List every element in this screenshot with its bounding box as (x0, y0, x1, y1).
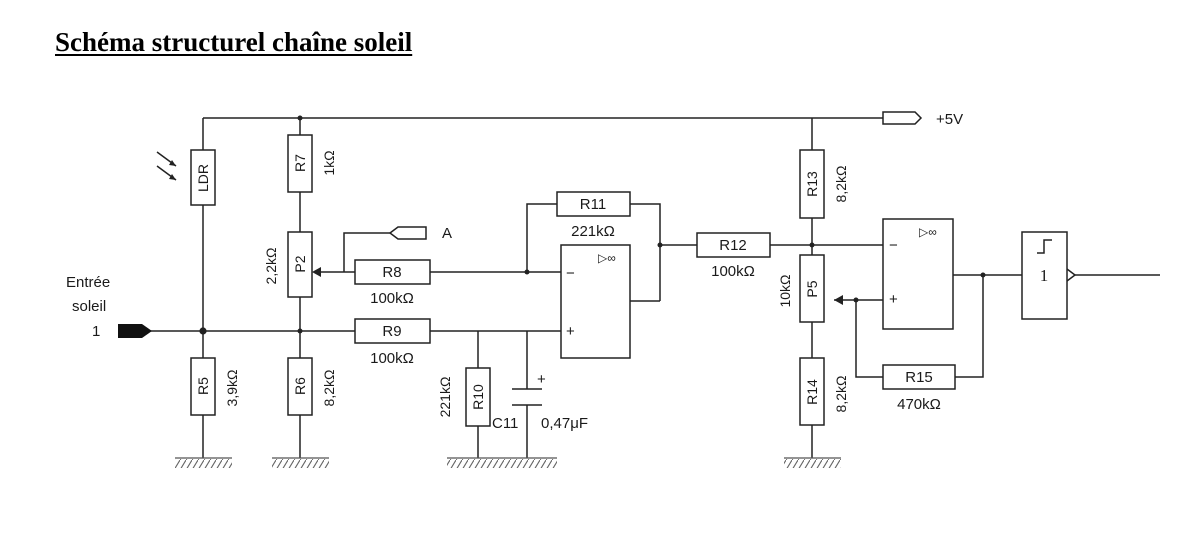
opamp-1-noninverting: + (566, 323, 575, 340)
resistor-r5: R5 3,9kΩ (190, 357, 240, 416)
r10-name: R10 (470, 384, 486, 410)
r9-name: R9 (382, 323, 401, 340)
opamp-2: ▷∞ − + (882, 218, 954, 330)
opamp-1-symbol: ▷∞ (598, 251, 616, 265)
junction-dots (199, 115, 986, 335)
opamp-2-symbol: ▷∞ (919, 225, 937, 239)
input-label-line2: soleil (72, 298, 106, 315)
hysteresis-icon (1037, 239, 1052, 254)
r6-name: R6 (292, 377, 308, 395)
supply-label: +5V (936, 111, 963, 128)
resistor-r13: R13 8,2kΩ (799, 149, 849, 219)
wires (150, 117, 1160, 458)
supply-connector: +5V (882, 111, 963, 128)
r15-name: R15 (905, 369, 933, 386)
r11-name: R11 (580, 196, 606, 213)
opamp-2-inverting: − (889, 237, 898, 254)
schmitt-trigger: 1 (1021, 231, 1077, 320)
r9-value: 100kΩ (370, 350, 414, 367)
opamp-2-noninverting: + (889, 291, 898, 308)
p2-value: 2,2kΩ (263, 248, 279, 285)
opamp-1-inverting: − (566, 265, 575, 282)
resistor-r7: R7 1kΩ (287, 134, 337, 193)
resistor-r15: R15 470kΩ (882, 364, 956, 413)
r7-value: 1kΩ (321, 150, 337, 175)
resistor-r12: R12 100kΩ (696, 232, 771, 280)
r8-name: R8 (382, 264, 401, 281)
input-pin-number: 1 (92, 323, 100, 340)
r13-value: 8,2kΩ (833, 166, 849, 203)
r14-value: 8,2kΩ (833, 376, 849, 413)
input-connector: Entrée soleil 1 (66, 274, 152, 340)
r11-value: 221kΩ (571, 223, 615, 240)
ground-symbols (175, 457, 841, 468)
ground-icon (272, 457, 329, 468)
r5-value: 3,9kΩ (224, 370, 240, 407)
capacitor-c11: + C11 0,47μF (492, 371, 588, 432)
inverter-output-icon (1066, 268, 1077, 282)
probe-a-connector: A (388, 225, 452, 242)
wiper-arrow-icon (312, 267, 321, 277)
r6-value: 8,2kΩ (321, 370, 337, 407)
r12-name: R12 (719, 237, 747, 254)
ldr-label: LDR (195, 164, 211, 192)
c11-value: 0,47μF (541, 415, 588, 432)
resistor-r8: R8 100kΩ (354, 259, 431, 307)
potentiometer-p2: P2 2,2kΩ (263, 231, 321, 298)
r7-name: R7 (292, 154, 308, 172)
r5-name: R5 (195, 377, 211, 395)
p5-name: P5 (804, 280, 820, 297)
r10-value: 221kΩ (437, 377, 453, 418)
ldr: LDR (156, 149, 216, 206)
r14-name: R14 (804, 379, 820, 405)
resistor-r10: R10 221kΩ (437, 367, 491, 427)
r8-value: 100kΩ (370, 290, 414, 307)
p2-name: P2 (292, 255, 308, 272)
resistor-r11: R11 221kΩ (556, 191, 631, 240)
p5-value: 10kΩ (777, 274, 793, 307)
ground-icon (784, 457, 841, 468)
r13-name: R13 (804, 171, 820, 197)
r15-value: 470kΩ (897, 396, 941, 413)
potentiometer-p5: P5 10kΩ (777, 254, 843, 323)
resistor-r6: R6 8,2kΩ (287, 357, 337, 416)
schmitt-output-label: 1 (1040, 266, 1049, 285)
input-label-line1: Entrée (66, 274, 110, 291)
c11-name: C11 (492, 415, 518, 432)
ground-icon (175, 457, 232, 468)
c11-polarity: + (537, 371, 546, 388)
ground-icon (447, 457, 557, 468)
resistor-r9: R9 100kΩ (354, 318, 431, 367)
opamp-1: ▷∞ − + (560, 244, 631, 359)
r12-value: 100kΩ (711, 263, 755, 280)
resistor-r14: R14 8,2kΩ (799, 357, 849, 426)
probe-a-label: A (442, 225, 452, 242)
page-title: Schéma structurel chaîne soleil (55, 27, 413, 57)
wiper-arrow-icon (834, 295, 843, 305)
